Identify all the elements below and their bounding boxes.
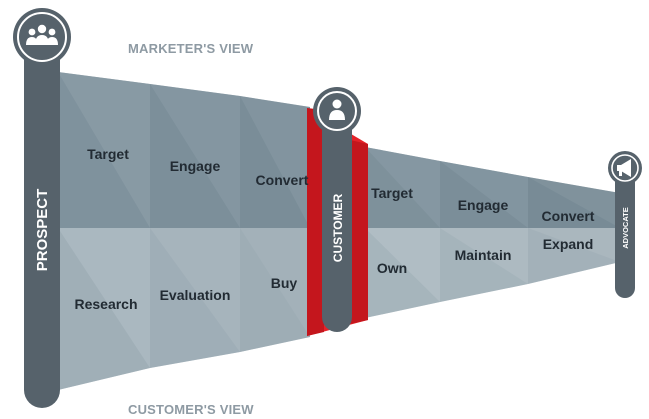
person-icon — [329, 99, 345, 120]
advocate-pillar: ADVOCATE — [608, 151, 642, 298]
customer-view-heading: CUSTOMER'S VIEW — [128, 402, 254, 417]
customer-label: CUSTOMER — [331, 193, 345, 262]
prospect-label: PROSPECT — [34, 189, 51, 272]
stage-own: Own — [377, 260, 407, 276]
prospect-pillar: PROSPECT — [13, 8, 71, 408]
stage-evaluation: Evaluation — [160, 287, 231, 303]
stage-buy: Buy — [271, 275, 298, 291]
group-icon — [26, 24, 58, 45]
stage-convert-1: Convert — [256, 172, 309, 188]
advocate-label: ADVOCATE — [621, 207, 630, 249]
customer-band — [58, 228, 620, 390]
stage-engage-1: Engage — [170, 158, 221, 174]
stage-research: Research — [74, 296, 137, 312]
stage-target-1: Target — [87, 146, 129, 162]
customer-pillar: CUSTOMER — [313, 87, 361, 332]
stage-maintain: Maintain — [455, 247, 512, 263]
marketer-view-heading: MARKETER'S VIEW — [128, 41, 254, 56]
marketer-band — [58, 72, 620, 228]
megaphone-icon — [617, 159, 631, 177]
stage-expand: Expand — [543, 236, 594, 252]
stage-target-2: Target — [371, 185, 413, 201]
stage-convert-2: Convert — [542, 208, 595, 224]
stage-engage-2: Engage — [458, 197, 509, 213]
